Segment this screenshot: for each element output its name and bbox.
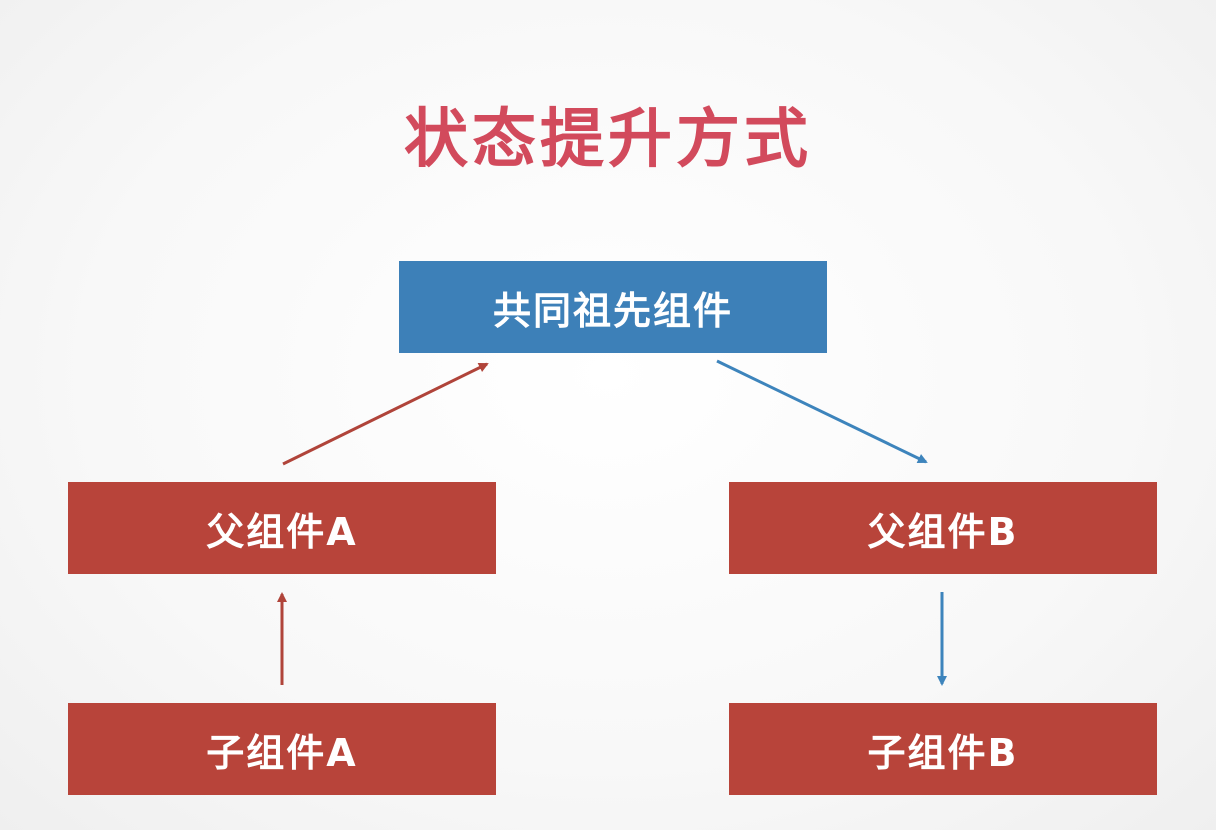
node-common-ancestor: 共同祖先组件	[399, 261, 827, 353]
node-child-a: 子组件A	[68, 703, 496, 795]
arrow-parent-a-to-ancestor	[282, 362, 489, 466]
arrow-ancestor-to-parent-b	[716, 359, 928, 464]
diagram-title: 状态提升方式	[404, 103, 812, 177]
node-parent-a: 父组件A	[68, 482, 496, 574]
node-parent-b: 父组件B	[729, 482, 1157, 574]
node-child-b: 子组件B	[729, 703, 1157, 795]
